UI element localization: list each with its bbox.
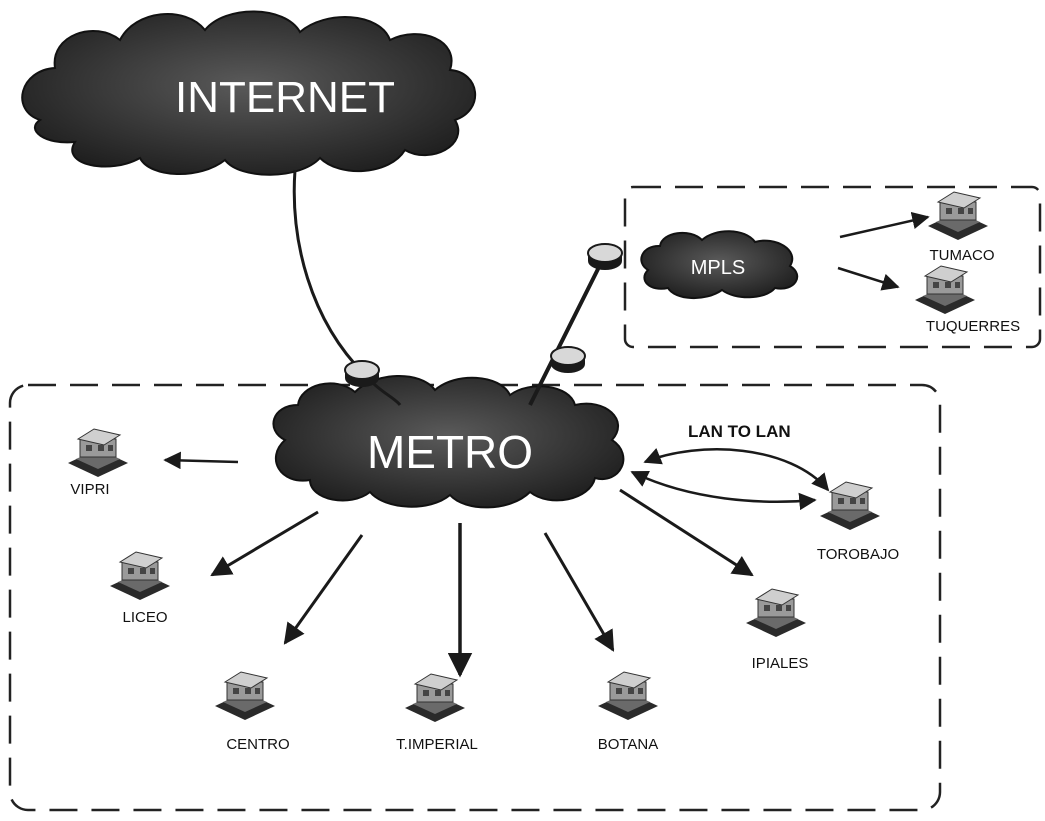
arrow-to-tuquerres — [837, 266, 900, 291]
building-icon — [109, 551, 171, 601]
site-botana: BOTANA — [597, 671, 659, 753]
site-centro: CENTRO — [214, 671, 290, 753]
arrow-to-tumaco — [839, 211, 930, 239]
building-icon — [819, 481, 881, 531]
internet-metro-link — [292, 169, 402, 406]
site-label: TUMACO — [930, 247, 995, 264]
building-icon — [914, 265, 976, 315]
site-label: CENTRO — [226, 736, 289, 753]
site-timperial: T.IMPERIAL — [396, 673, 478, 753]
building-icon — [214, 671, 276, 721]
lan-to-lan-label: LAN TO LAN — [688, 422, 791, 441]
metro-label: METRO — [367, 426, 533, 478]
building-icon — [404, 673, 466, 723]
site-tumaco: TUMACO — [927, 191, 995, 264]
building-icon — [67, 428, 129, 478]
building-icon — [927, 191, 989, 241]
arrow-to-centro — [283, 534, 364, 645]
site-label: T.IMPERIAL — [396, 736, 478, 753]
metro-mpls-link — [528, 254, 607, 406]
site-label: TUQUERRES — [926, 318, 1020, 335]
arrow-to-liceo — [210, 510, 319, 577]
internet-label: INTERNET — [175, 73, 395, 122]
site-label: IPIALES — [752, 655, 809, 672]
router-icon — [550, 346, 586, 374]
site-label: VIPRI — [70, 481, 109, 498]
site-vipri: VIPRI — [67, 428, 129, 498]
metro-cloud: METRO — [272, 375, 625, 509]
mpls-cloud: MPLS — [640, 230, 799, 300]
site-label: BOTANA — [598, 736, 659, 753]
lan-to-lan-link-upper — [643, 448, 830, 492]
mpls-boundary — [623, 185, 1042, 349]
arrow-to-ipiales — [619, 488, 754, 577]
site-label: TOROBAJO — [817, 546, 899, 563]
mpls-label: MPLS — [691, 257, 745, 279]
internet-cloud: INTERNET — [21, 10, 477, 176]
arrow-to-vipri — [163, 451, 239, 470]
router-icon — [587, 243, 623, 271]
building-icon — [597, 671, 659, 721]
site-label: LICEO — [122, 609, 167, 626]
site-tuquerres: TUQUERRES — [914, 265, 1020, 335]
arrow-to-botana — [543, 532, 615, 652]
site-torobajo: TOROBAJO — [817, 481, 899, 563]
lan-to-lan-link-lower — [630, 470, 817, 511]
building-icon — [745, 588, 807, 638]
site-ipiales: IPIALES — [745, 588, 809, 672]
router-icon — [344, 360, 380, 388]
site-liceo: LICEO — [109, 551, 171, 626]
